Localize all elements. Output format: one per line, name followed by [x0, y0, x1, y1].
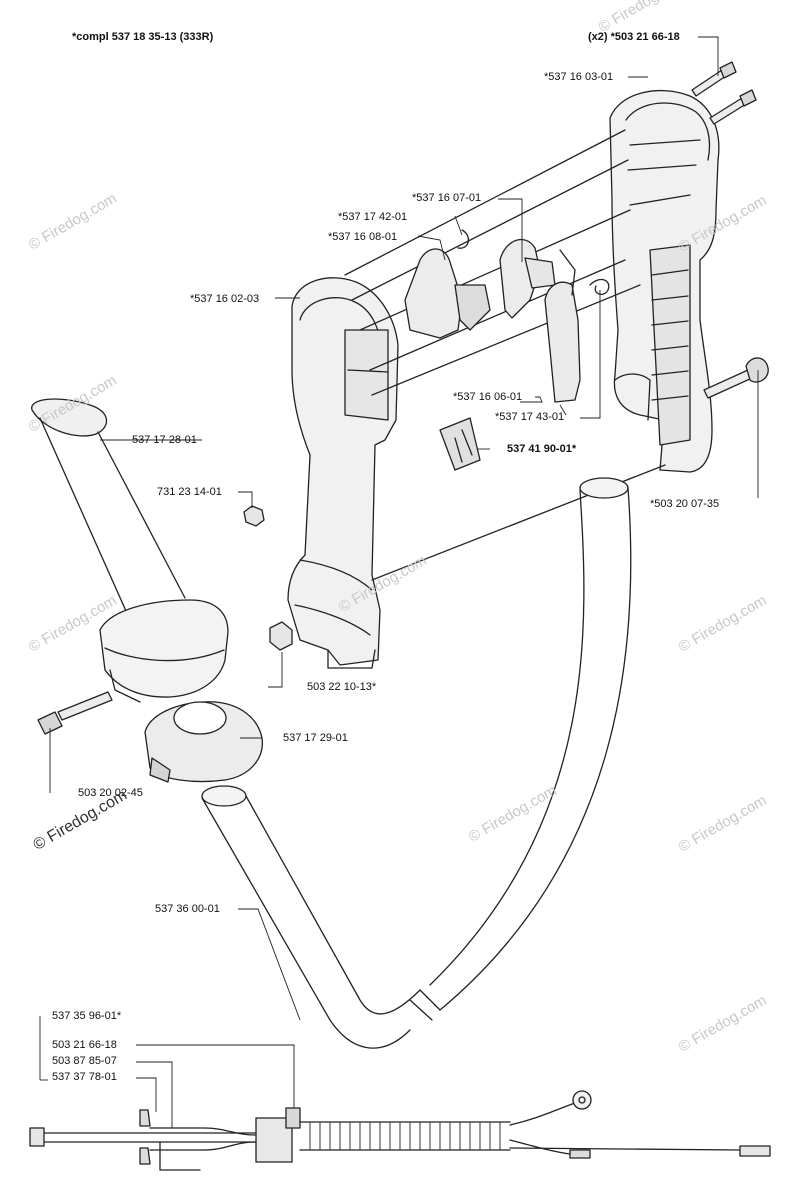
screw-qty-label: (x2) *503 21 66-18 [588, 31, 680, 43]
screw-right [703, 357, 769, 399]
part-label-503-87-85-07: 503 87 85-07 [52, 1055, 117, 1067]
part-label-537-16-08-01: *537 16 08-01 [328, 231, 398, 243]
part-label-503-20-02-45: 503 20 02-45 [78, 787, 143, 799]
part-label-537-16-06-01: *537 16 06-01 [453, 391, 523, 403]
screw-pair [691, 61, 757, 125]
part-label-537-37-78-01: 537 37 78-01 [52, 1071, 117, 1083]
part-label-537-17-43-01: *537 17 43-01 [495, 411, 565, 423]
part-label-503-22-10-13: 503 22 10-13* [307, 681, 377, 693]
part-label-537-16-03-01: *537 16 03-01 [544, 71, 614, 83]
part-label-537-36-00-01: 537 36 00-01 [155, 903, 220, 915]
part-label-503-21-66-18: 503 21 66-18 [52, 1039, 117, 1051]
assembly-ref-label: *compl 537 18 35-13 (333R) [72, 31, 214, 43]
trigger-parts [404, 229, 610, 471]
handle-right-housing [609, 89, 720, 473]
screw-left [37, 691, 113, 735]
part-label-537-17-42-01: *537 17 42-01 [338, 211, 408, 223]
part-label-537-35-96-01: 537 35 96-01* [52, 1010, 122, 1022]
part-label-537-16-02-03: *537 16 02-03 [190, 293, 260, 305]
part-label-537-16-07-01: *537 16 07-01 [412, 192, 482, 204]
main-handle-tube [201, 477, 632, 1049]
handle-left-housing [287, 277, 399, 669]
part-label-537-41-90-01: 537 41 90-01* [507, 443, 577, 455]
nut-small [243, 505, 265, 527]
nut-medium [269, 621, 293, 651]
grip-block [99, 599, 229, 703]
leader-lines [39, 36, 759, 1128]
part-label-731-23-14-01: 731 23 14-01 [157, 486, 222, 498]
throttle-cable [29, 1090, 771, 1171]
part-label-537-17-28-01: 537 17 28-01 [132, 434, 197, 446]
part-label-503-20-07-35: *503 20 07-35 [650, 498, 720, 510]
clamp [144, 701, 263, 783]
part-label-537-17-29-01: 537 17 29-01 [283, 732, 348, 744]
